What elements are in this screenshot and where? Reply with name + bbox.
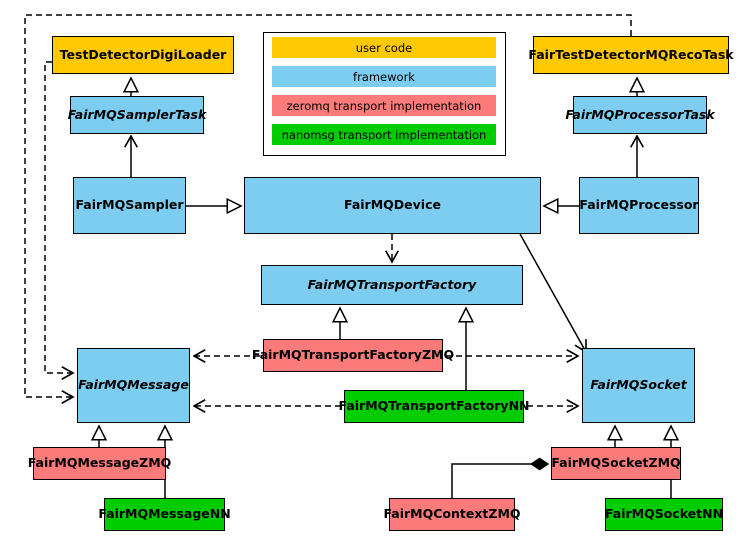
legend-item-zeromq: zeromq transport implementation: [272, 95, 496, 116]
class-node-fairmqtransportfactorynn[interactable]: FairMQTransportFactoryNN: [339, 390, 530, 423]
class-node-label: FairMQSocketZMQ: [551, 455, 681, 471]
class-node-label: FairMQMessageNN: [98, 506, 231, 522]
class-node-fairtestdetectormqrecotask[interactable]: FairTestDetectorMQRecoTask: [528, 36, 734, 74]
edge-digiloader-to-message: [44, 61, 73, 373]
class-node-fairmqsocketnn[interactable]: FairMQSocketNN: [605, 498, 723, 531]
legend-item-label: nanomsg transport implementation: [281, 127, 487, 142]
class-node-label: FairMQTransportFactoryZMQ: [251, 347, 455, 363]
legend-item-framework: framework: [272, 66, 496, 87]
class-node-fairmqmessage[interactable]: FairMQMessage: [77, 348, 190, 423]
legend-item-label: framework: [353, 69, 415, 84]
class-node-label: TestDetectorDigiLoader: [59, 46, 227, 62]
class-node-fairmqsampler[interactable]: FairMQSampler: [73, 177, 186, 234]
edge-device-to-socket: [519, 233, 586, 352]
legend-item-nanomsg: nanomsg transport implementation: [272, 124, 496, 145]
class-node-label: FairMQDevice: [344, 197, 441, 213]
class-node-fairmqsocketzmq[interactable]: FairMQSocketZMQ: [551, 447, 681, 480]
class-node-testdetectordigiloader[interactable]: TestDetectorDigiLoader: [52, 36, 234, 74]
edge-recotask-to-message: [24, 14, 632, 397]
class-node-fairmqmessagezmq[interactable]: FairMQMessageZMQ: [28, 447, 171, 480]
class-node-fairmqsocket[interactable]: FairMQSocket: [582, 348, 695, 423]
class-node-label: FairMQProcessorTask: [565, 106, 715, 122]
class-node-label: FairMQSamplerTask: [67, 106, 207, 122]
class-node-fairmqmessagenn[interactable]: FairMQMessageNN: [98, 498, 231, 531]
class-node-label: FairMQSampler: [75, 197, 184, 213]
class-node-fairmqdevice[interactable]: FairMQDevice: [244, 177, 541, 234]
class-node-label: FairMQProcessor: [579, 197, 699, 213]
class-node-label: FairMQTransportFactory: [307, 276, 477, 292]
class-node-label: FairMQTransportFactoryNN: [338, 398, 530, 414]
class-node-label: FairMQMessageZMQ: [27, 455, 172, 471]
legend-item-label: zeromq transport implementation: [286, 98, 482, 113]
legend-item-user-code: user code: [272, 37, 496, 58]
class-node-label: FairTestDetectorMQRecoTask: [528, 46, 734, 62]
class-node-label: FairMQMessage: [78, 377, 189, 393]
class-node-fairmqcontextzmq[interactable]: FairMQContextZMQ: [383, 498, 521, 531]
class-node-fairmqtransportfactoryzmq[interactable]: FairMQTransportFactoryZMQ: [252, 339, 454, 372]
class-node-fairmqprocessortask[interactable]: FairMQProcessorTask: [565, 96, 715, 134]
legend-item-label: user code: [355, 40, 413, 55]
class-node-label: FairMQSocketNN: [604, 506, 724, 522]
class-node-fairmqsamplertask[interactable]: FairMQSamplerTask: [67, 96, 207, 134]
class-node-label: FairMQContextZMQ: [383, 506, 521, 522]
class-node-label: FairMQSocket: [590, 377, 687, 393]
edge-socketzmq-composition-contextzmq: [451, 457, 550, 498]
class-node-fairmqprocessor[interactable]: FairMQProcessor: [579, 177, 699, 234]
class-node-fairmqtransportfactory[interactable]: FairMQTransportFactory: [261, 265, 523, 305]
